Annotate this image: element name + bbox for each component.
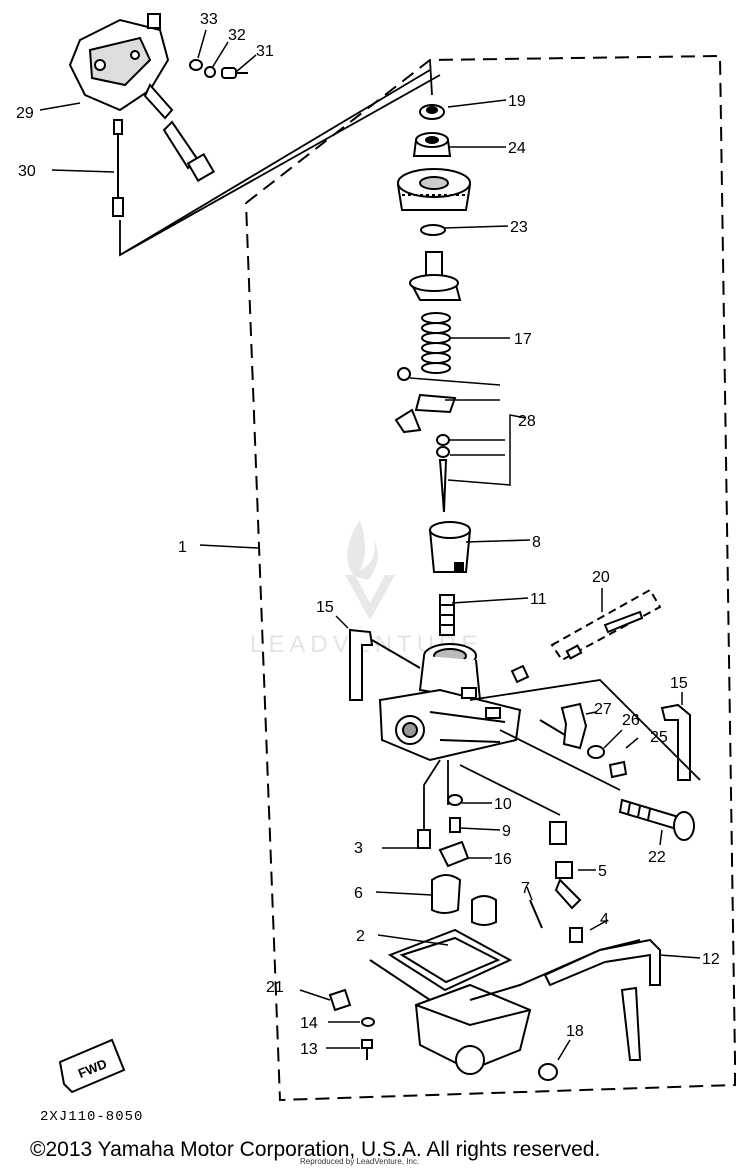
part-20-pilot-screw-set (510, 588, 662, 684)
drawing-code: 2XJ110-8050 (40, 1109, 143, 1125)
part-jets-and-small-parts (417, 794, 583, 943)
fwd-arrow: FWD (58, 1038, 126, 1094)
callout-15-left: 15 (316, 599, 334, 616)
part-13-21-bowl-fasteners (328, 988, 558, 1081)
callout-30: 30 (18, 163, 36, 180)
part-chamber-top (396, 168, 472, 211)
part-holder (409, 251, 462, 301)
callout-33: 33 (200, 11, 218, 28)
part-24-nut (412, 132, 452, 157)
connector-lines (119, 59, 441, 257)
callout-14: 14 (300, 1015, 318, 1032)
callout-5: 5 (598, 863, 607, 880)
callout-11: 11 (530, 591, 547, 608)
callout-16: 16 (494, 851, 512, 868)
callout-2: 2 (356, 928, 365, 945)
callout-9: 9 (502, 823, 511, 840)
callout-18: 18 (566, 1023, 584, 1040)
callout-7: 7 (521, 880, 530, 897)
callout-22: 22 (648, 849, 666, 866)
callout-8: 8 (532, 534, 541, 551)
part-12-drain-hose (469, 938, 661, 1061)
callout-28: 28 (518, 413, 536, 430)
callout-4: 4 (600, 911, 609, 928)
callout-1: 1 (178, 539, 187, 556)
part-float-bowl (369, 959, 532, 1075)
callout-labels: 1 2 3 4 5 6 7 8 9 10 11 12 13 14 15 15 1… (16, 11, 720, 1058)
callout-17: 17 (514, 331, 532, 348)
callout-15-right: 15 (670, 675, 688, 692)
part-11-needle-jet (439, 594, 455, 636)
callout-leaders (39, 29, 701, 1061)
part-23-o-ring (420, 224, 446, 236)
callout-3: 3 (354, 840, 363, 857)
callout-32: 32 (228, 27, 246, 44)
callout-19: 19 (508, 93, 526, 110)
callout-20: 20 (592, 569, 610, 586)
callout-25: 25 (650, 729, 668, 746)
part-19-cap (419, 104, 445, 120)
part-22-stop-screw (618, 798, 695, 841)
part-17-spring (421, 312, 451, 374)
reproduced-by: Reproduced by LeadVenture, Inc. (300, 1157, 419, 1166)
callout-26: 26 (622, 712, 640, 729)
callout-6: 6 (354, 885, 363, 902)
part-29-throttle-housing (68, 13, 216, 183)
assembly-boundary (245, 54, 736, 1102)
callout-21: 21 (266, 979, 284, 996)
callout-27: 27 (594, 701, 612, 718)
body-leader-lines (423, 679, 701, 830)
part-25-27-throttle-stop (539, 702, 628, 779)
part-1-carb-body (378, 643, 522, 762)
callout-29: 29 (16, 105, 34, 122)
part-31-33-screw-washers (189, 59, 248, 79)
part-30-cable (112, 119, 124, 217)
part-28-needle-set (394, 367, 457, 513)
part-8-throttle-valve (428, 521, 472, 573)
callout-12: 12 (702, 951, 720, 968)
callout-13: 13 (300, 1041, 318, 1058)
callout-31: 31 (256, 43, 274, 60)
part-15-hoses (349, 628, 691, 781)
callout-23: 23 (510, 219, 528, 236)
callout-24: 24 (508, 140, 526, 157)
callout-10: 10 (494, 796, 512, 813)
copyright-notice: ©2013 Yamaha Motor Corporation, U.S.A. A… (30, 1138, 600, 1161)
